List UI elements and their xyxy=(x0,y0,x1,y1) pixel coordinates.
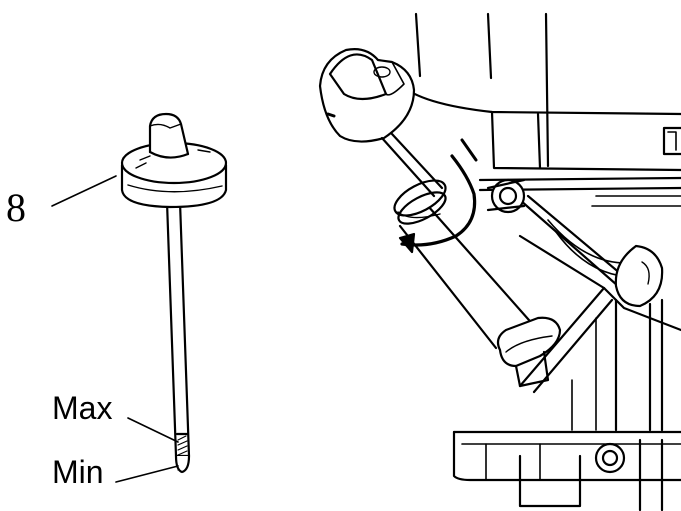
rotation-arrow-icon xyxy=(398,138,478,254)
engine-assembly-icon xyxy=(318,12,681,511)
min-level-label: Min xyxy=(52,454,104,490)
part-number-callout: 8 xyxy=(6,185,26,230)
max-level-label: Max xyxy=(52,390,113,426)
dipstick-icon xyxy=(120,112,228,474)
callout-leaders xyxy=(51,175,179,483)
